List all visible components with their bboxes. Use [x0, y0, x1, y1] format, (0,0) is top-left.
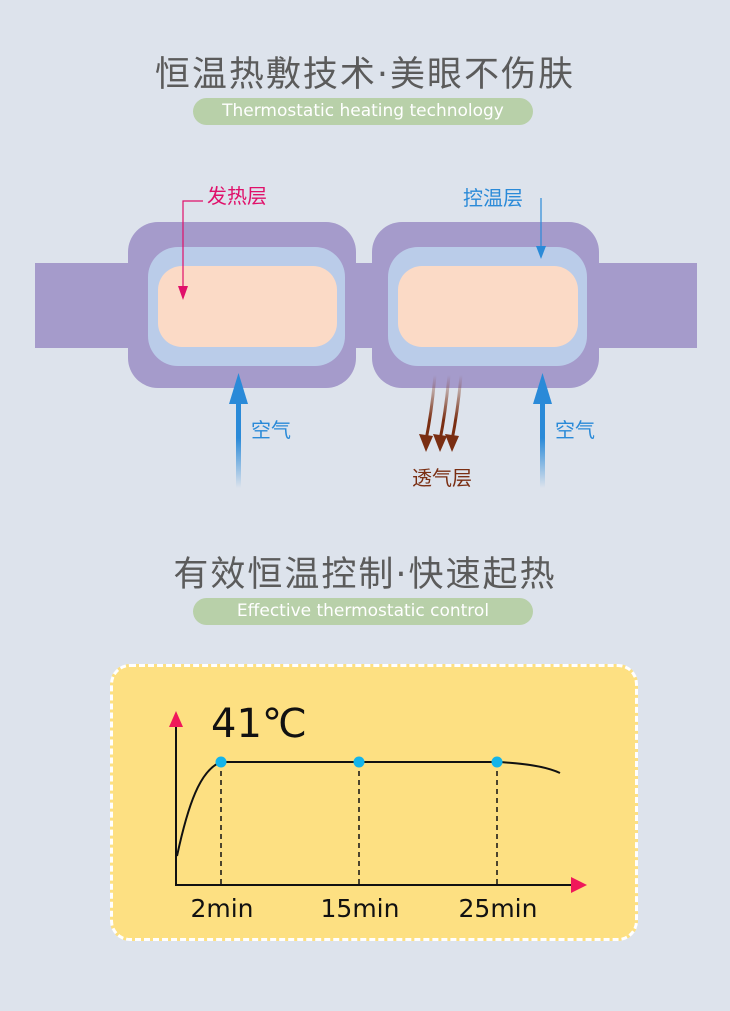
breathable-layer-label: 透气层 [412, 466, 472, 490]
right-heating-layer [398, 266, 578, 347]
air-label-left: 空气 [251, 418, 291, 442]
section1-subtitle: Thermostatic heating technology [193, 98, 533, 125]
section2-subtitle: Effective thermostatic control [193, 598, 533, 625]
heating-layer-label: 发热层 [207, 184, 267, 208]
x-tick-label: 15min [321, 894, 400, 923]
temperature-curve [176, 761, 561, 857]
air-arrowhead-left-icon [229, 373, 248, 404]
control-arrowhead-icon [536, 246, 546, 259]
x-tick-label: 25min [459, 894, 538, 923]
breathable-arrowheads-icon [419, 434, 459, 452]
air-arrowhead-right-icon [533, 373, 552, 404]
chart-card [110, 664, 638, 941]
data-point [491, 756, 503, 768]
x-axis-arrow-icon [571, 877, 587, 893]
section2-title: 有效恒温控制·快速起热 [173, 555, 557, 595]
goggle-diagram [35, 198, 697, 488]
data-point [353, 756, 365, 768]
heating-arrowhead-icon [178, 286, 188, 300]
air-label-right: 空气 [555, 418, 595, 442]
y-axis-arrow-icon [169, 711, 183, 727]
data-point [215, 756, 227, 768]
section1-title: 恒温热敷技术·美眼不伤肤 [154, 55, 576, 95]
air-arrow-right [540, 388, 545, 488]
heating-pointer-arrow [182, 200, 203, 290]
left-heating-layer [158, 266, 337, 347]
breathable-arrows [424, 374, 463, 441]
air-arrow-left [236, 388, 241, 488]
chart-title: 41℃ [211, 701, 307, 747]
control-layer-label: 控温层 [463, 186, 523, 210]
x-tick-label: 2min [190, 894, 253, 923]
